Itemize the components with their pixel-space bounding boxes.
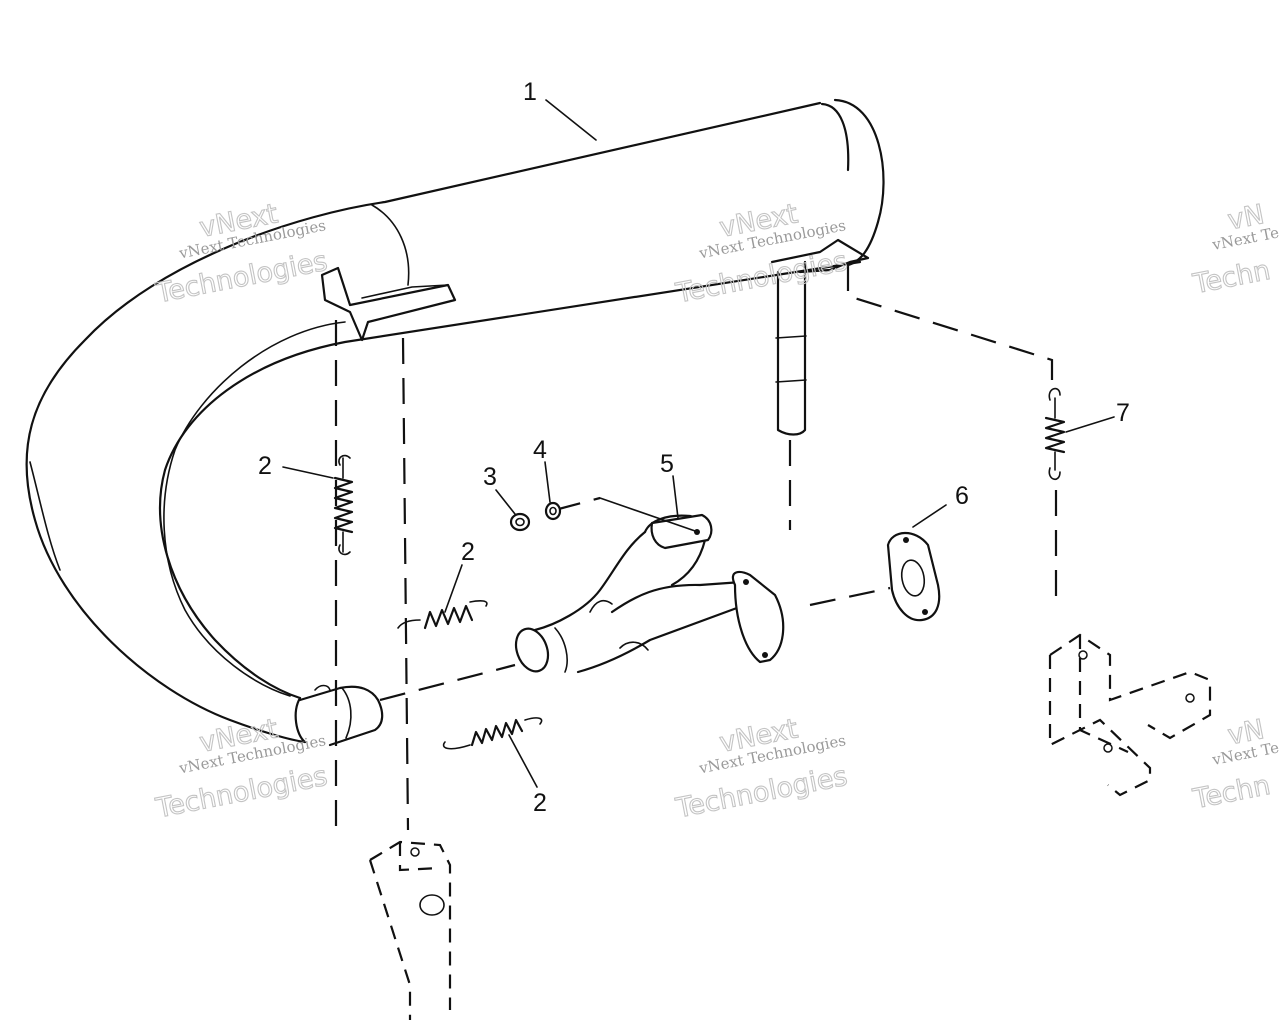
callout-6: 6 [955, 482, 969, 510]
callout-7: 7 [1116, 399, 1130, 427]
watermark-bottom-left: vNext vNext Technologies Technologies [152, 713, 330, 825]
spring-item-7 [1044, 387, 1066, 480]
muffler-assembly [25, 98, 885, 747]
svg-text:Techn: Techn [1190, 770, 1273, 815]
spring-bottom [442, 717, 543, 750]
watermark-top-center: vNext vNext Technologies Technologies [672, 198, 850, 310]
svg-text:vN: vN [1225, 199, 1266, 236]
gasket [886, 531, 941, 622]
frame-bracket-bottom [368, 840, 452, 1020]
watermark-top-right: vN vNext Te Techn [1189, 199, 1280, 301]
spring-left-vertical [333, 454, 354, 556]
y-pipe-manifold [514, 497, 785, 674]
watermark-bottom-center: vNext vNext Technologies Technologies [672, 713, 850, 825]
watermarks: vNext vNext Technologies Technologies vN… [152, 198, 1280, 825]
callout-3: 3 [483, 463, 497, 491]
callout-4: 4 [533, 436, 547, 464]
assembly-guide-lines [334, 265, 1058, 831]
callout-5: 5 [660, 450, 674, 478]
callout-2-bottom: 2 [533, 789, 547, 817]
svg-text:vN: vN [1225, 714, 1266, 751]
leader-lines [282, 99, 1115, 788]
callout-labels: 1 2 2 2 3 4 5 6 7 [258, 78, 1130, 817]
callout-2-left: 2 [258, 452, 272, 480]
svg-text:Techn: Techn [1190, 255, 1273, 300]
spring-middle [397, 600, 488, 630]
watermark-bottom-right: vN vNext Te Techn [1189, 714, 1280, 816]
callout-1: 1 [523, 78, 537, 106]
callout-2-middle: 2 [461, 538, 475, 566]
frame-bracket-right [1048, 633, 1212, 797]
watermark-top-left: vNext vNext Technologies Technologies [152, 198, 330, 310]
nut-and-washer [509, 501, 562, 532]
